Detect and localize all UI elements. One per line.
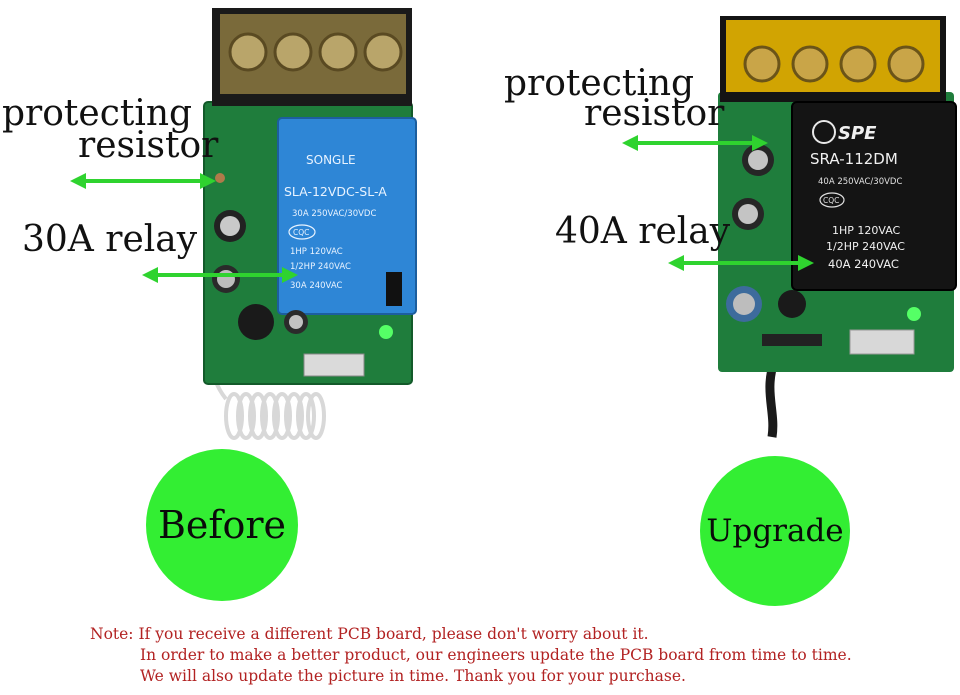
relay-30a: SONGLE SLA-12VDC-SL-A 30A 250VAC/30VDC C… [277, 117, 417, 315]
right-resistor-arrow [622, 135, 768, 151]
upgrade-board-photo: SPE SRA-112DM 40A 250VAC/30VDC CQC 1HP 1… [714, 12, 960, 442]
relay-brand: SPE [838, 123, 877, 144]
relay-hp2: 1/2HP 240VAC [826, 240, 905, 253]
note-line-1: Note: If you receive a different PCB boa… [90, 625, 649, 643]
relay-model: SRA-112DM [810, 150, 898, 168]
relay-hp1: 1HP 120VAC [290, 247, 343, 257]
relay-hp2: 1/2HP 240VAC [290, 262, 351, 272]
left-relay-arrow [142, 267, 298, 283]
left-resistor-label-line2: resistor [78, 125, 219, 166]
before-badge-text: Before [157, 503, 286, 547]
relay-cert: CQC [823, 196, 839, 205]
right-relay-arrow [668, 255, 814, 271]
left-resistor-arrow [70, 173, 216, 189]
relay-model: SLA-12VDC-SL-A [284, 184, 387, 199]
left-relay-label: 30A relay [22, 219, 198, 260]
note-line-2: In order to make a better product, our e… [140, 646, 852, 664]
relay-hp1: 1HP 120VAC [832, 224, 901, 237]
right-resistor-label-line1: protecting [504, 63, 695, 104]
before-board-photo: SONGLE SLA-12VDC-SL-A 30A 250VAC/30VDC C… [196, 4, 426, 444]
relay-brand: SONGLE [306, 153, 356, 167]
antenna-wire [765, 360, 779, 438]
relay-rating: 30A 250VAC/30VDC [292, 209, 376, 219]
terminal-block [212, 8, 412, 106]
terminal-block [720, 16, 946, 102]
before-board-illustration: SONGLE SLA-12VDC-SL-A 30A 250VAC/30VDC C… [203, 8, 417, 440]
right-relay-label: 40A relay [555, 211, 731, 252]
note-line-3: We will also update the picture in time.… [140, 667, 686, 685]
upgrade-badge-text: Upgrade [706, 513, 844, 549]
relay-amp: 40A 240VAC [828, 257, 899, 271]
right-resistor-label-line2: resistor [584, 93, 725, 134]
relay-rating: 40A 250VAC/30VDC [818, 177, 902, 187]
relay-cert: CQC [293, 228, 309, 237]
relay-40a: SPE SRA-112DM 40A 250VAC/30VDC CQC 1HP 1… [791, 101, 957, 291]
relay-amp: 30A 240VAC [290, 281, 342, 291]
upgrade-board-illustration: SPE SRA-112DM 40A 250VAC/30VDC CQC 1HP 1… [718, 16, 957, 438]
antenna-coil [211, 332, 326, 440]
before-badge: Before [146, 449, 298, 601]
left-resistor-label-line1: protecting [2, 93, 193, 134]
upgrade-badge: Upgrade [700, 456, 850, 606]
